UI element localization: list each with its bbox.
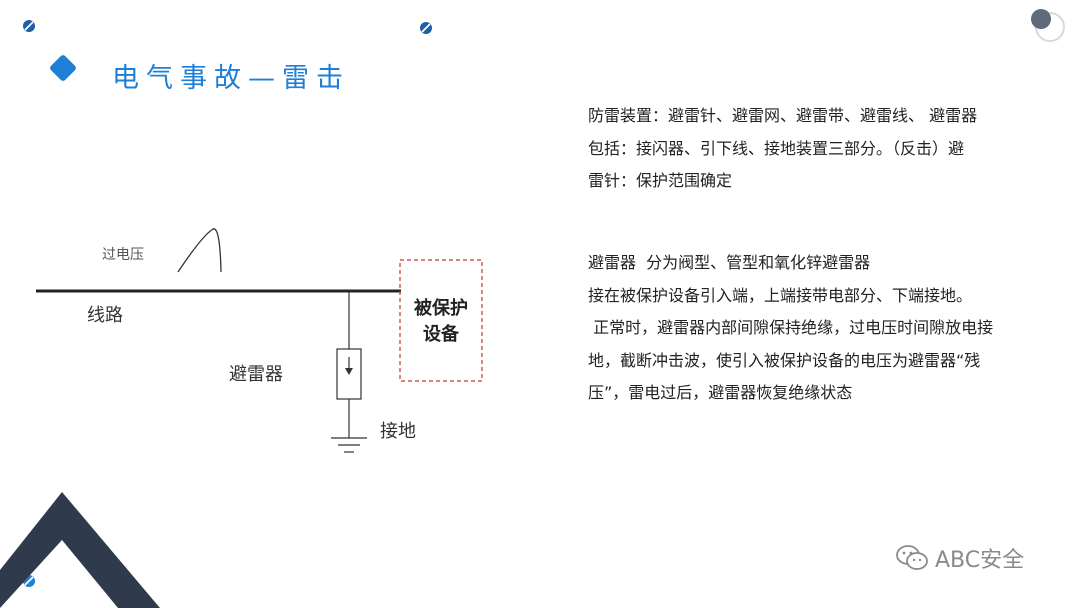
line-label: 线路	[87, 305, 123, 326]
paragraph2-line: 压”，雷电过后，避雷器恢复绝缘状态	[588, 383, 853, 402]
paragraph2-line: 地，截断冲击波，使引入被保护设备的电压为避雷器“残	[588, 350, 981, 370]
protected-device-label-line1: 被保护	[414, 297, 468, 319]
protected-device-label-line2: 设备	[423, 323, 460, 345]
watermark-text: ABC安全	[935, 548, 1025, 573]
paragraph1-line: 防雷装置：避雷针、避雷网、避雷带、避雷线、 避雷器	[588, 106, 978, 125]
ground-label: 接地	[380, 421, 416, 442]
paragraph2-line: 接在被保护设备引入端，上端接带电部分、下端接地。	[588, 285, 973, 305]
arrester-label: 避雷器	[229, 364, 283, 385]
overvoltage-label: 过电压	[102, 247, 144, 263]
overvoltage-wave	[177, 228, 222, 273]
wechat-icon	[896, 545, 928, 570]
paragraph-lightning-protection: 防雷装置：避雷针、避雷网、避雷带、避雷线、 避雷器 包括：接闪器、引下线、接地装…	[588, 100, 1058, 198]
paragraph-arrester: 避雷器 分为阀型、管型和氧化锌避雷器 接在被保护设备引入端，上端接带电部分、下端…	[588, 247, 1058, 410]
ground-symbol	[331, 437, 367, 453]
lightning-arrester-diagram: 过电压 线路 被保护 设备 避雷器 接地	[36, 228, 483, 453]
deco-circles-top-right	[1031, 9, 1065, 42]
deco-dot-top-center	[420, 22, 432, 34]
paragraph2-line: 避雷器 分为阀型、管型和氧化锌避雷器	[588, 253, 871, 272]
paragraph2-line: 正常时，避雷器内部间隙保持绝缘，过电压时间隙放电接	[588, 318, 994, 337]
paragraph1-line: 雷针：保护范围确定	[588, 171, 733, 190]
deco-chevron-bottom-left	[0, 492, 160, 608]
slide-title: 电气事故—雷击	[112, 63, 350, 94]
deco-dot-top-left	[23, 20, 35, 32]
watermark: ABC安全	[895, 542, 1024, 574]
paragraph1-line: 包括：接闪器、引下线、接地装置三部分。（反击）避	[588, 138, 965, 158]
protected-device-box	[399, 259, 483, 382]
arrester-arrow-head	[345, 368, 353, 375]
